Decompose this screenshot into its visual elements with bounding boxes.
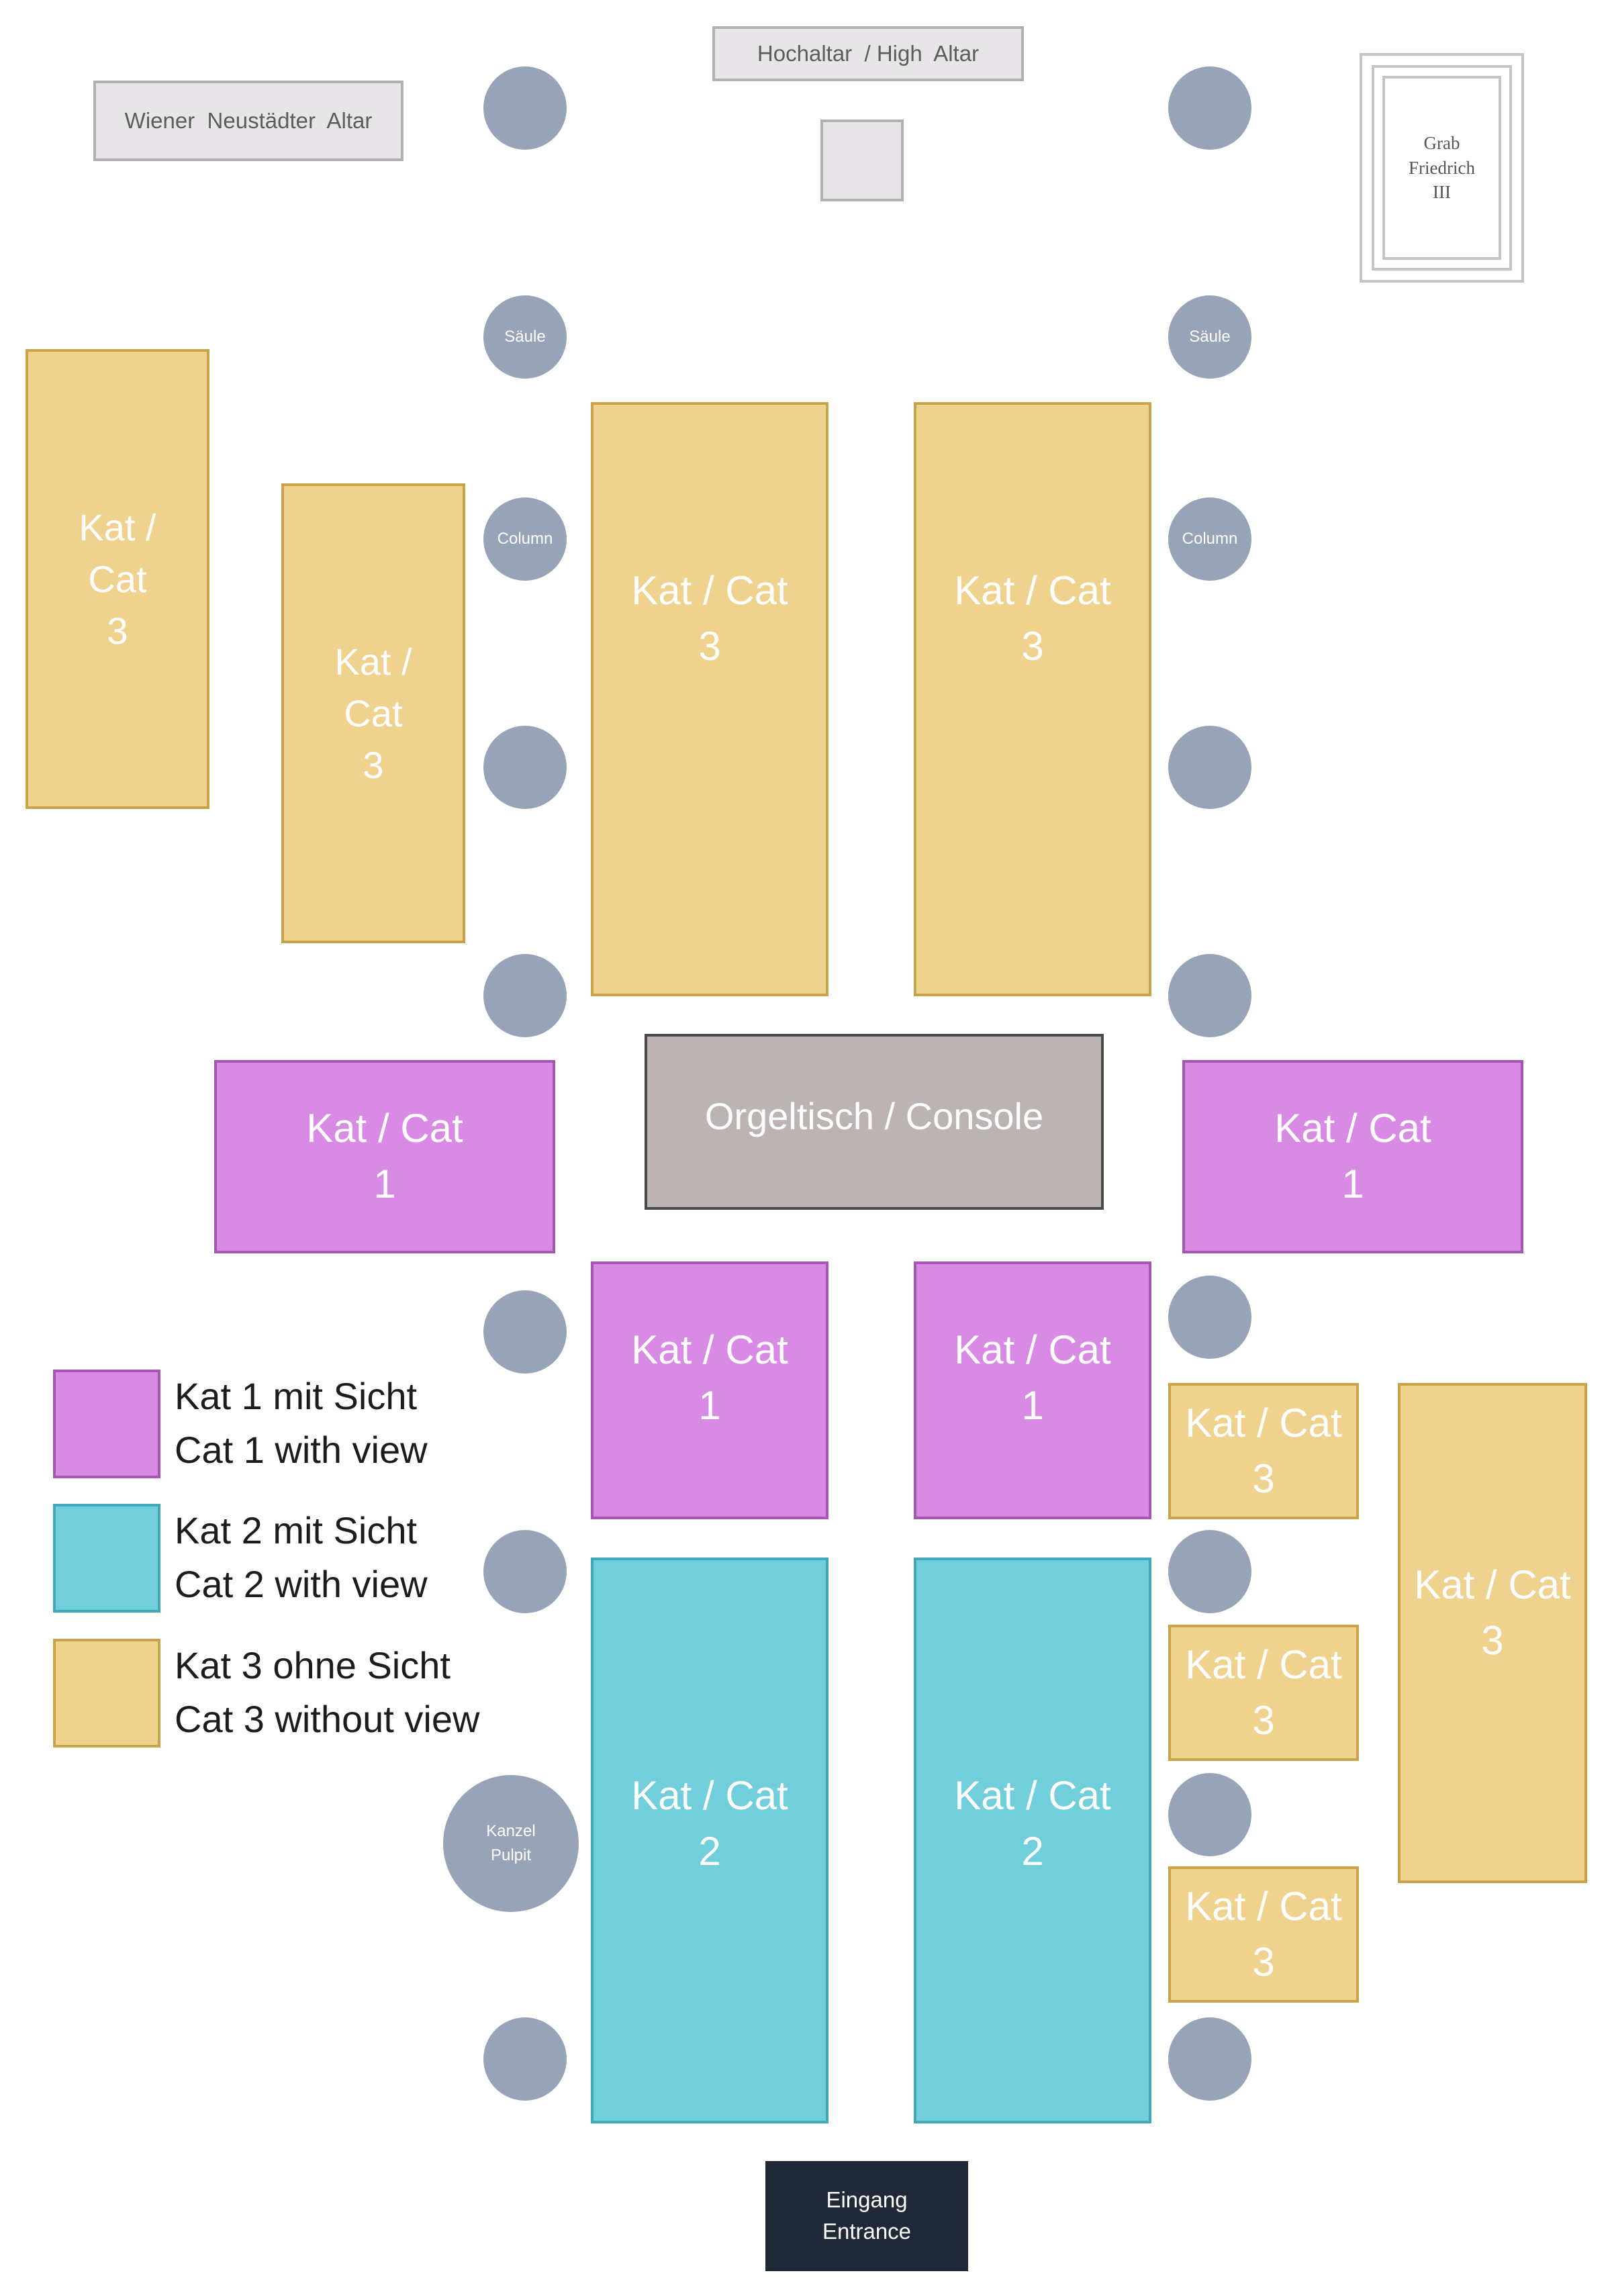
tomb-friedrich-iii: Grab Friedrich III	[1360, 53, 1524, 283]
seat-block-cat1-center-right[interactable]: Kat / Cat 1	[914, 1261, 1151, 1519]
organ-console: Orgeltisch / Console	[645, 1034, 1104, 1210]
seat-block-label: Kat / Cat 1	[1274, 1106, 1431, 1206]
seat-block-label: Kat / Cat 3	[954, 567, 1111, 669]
seat-block-cat3-right-small-b[interactable]: Kat / Cat 3	[1168, 1625, 1359, 1761]
tomb-inner-frame: Grab Friedrich III	[1372, 65, 1512, 271]
seat-block-cat1-center-left[interactable]: Kat / Cat 1	[591, 1261, 828, 1519]
entrance[interactable]: Eingang Entrance	[765, 2161, 968, 2271]
seat-block-label: Kat / Cat 3	[79, 506, 156, 653]
seat-block-label: Kat / Cat 2	[631, 1772, 788, 1874]
seat-block-cat2-center-right[interactable]: Kat / Cat 2	[914, 1558, 1151, 2123]
column-left-saeule: Säule	[483, 295, 567, 379]
high-altar-label: Hochaltar / High Altar	[757, 41, 980, 66]
column-right-saeule: Säule	[1168, 295, 1251, 379]
seat-block-label: Kat / Cat 1	[306, 1106, 463, 1206]
column-left-6	[483, 1290, 567, 1374]
seat-block-label: Kat / Cat 3	[1185, 1641, 1342, 1743]
legend-label-cat3: Kat 3 ohne Sicht Cat 3 without view	[175, 1644, 480, 1740]
column-left-7	[483, 1530, 567, 1613]
seat-block-cat3-right-small-a[interactable]: Kat / Cat 3	[1168, 1383, 1359, 1519]
seat-block-label: Kat / Cat 2	[954, 1772, 1111, 1874]
seat-block-cat3-center-right[interactable]: Kat / Cat 3	[914, 402, 1151, 996]
legend-label-cat1: Kat 1 mit Sicht Cat 1 with view	[175, 1375, 428, 1471]
seat-block-label: Kat / Cat 1	[631, 1327, 788, 1428]
organ-console-label: Orgeltisch / Console	[704, 1094, 1044, 1137]
saeule-label-left: Säule	[504, 328, 546, 346]
pulpit-label: Kanzel Pulpit	[486, 1822, 536, 1864]
seat-block-cat1-right[interactable]: Kat / Cat 1	[1182, 1060, 1523, 1253]
entrance-label: Eingang Entrance	[822, 2187, 912, 2244]
column-right-8	[1168, 1773, 1251, 1856]
column-left-column: Column	[483, 497, 567, 581]
column-left-8	[483, 2017, 567, 2101]
seat-block-cat3-left[interactable]: Kat / Cat 3	[281, 483, 465, 943]
column-right-1	[1168, 66, 1251, 150]
tomb-core: Grab Friedrich III	[1382, 76, 1501, 260]
column-label-right: Column	[1182, 530, 1238, 548]
saeule-label-right: Säule	[1189, 328, 1231, 346]
column-left-5	[483, 954, 567, 1037]
column-right-5	[1168, 954, 1251, 1037]
column-right-9	[1168, 2017, 1251, 2101]
legend-swatch-cat3	[53, 1639, 160, 1748]
seat-block-label: Kat / Cat 3	[1414, 1562, 1571, 1663]
column-left-4	[483, 726, 567, 809]
legend-swatch-cat1	[53, 1370, 160, 1478]
column-right-6	[1168, 1276, 1251, 1359]
seat-block-label: Kat / Cat 3	[631, 567, 788, 669]
column-label-left: Column	[497, 530, 553, 548]
seat-block-cat3-center-left[interactable]: Kat / Cat 3	[591, 402, 828, 996]
seat-block-cat2-center-left[interactable]: Kat / Cat 2	[591, 1558, 828, 2123]
column-right-column: Column	[1168, 497, 1251, 581]
column-right-4	[1168, 726, 1251, 809]
wiener-altar-label: Wiener Neustädter Altar	[124, 108, 373, 133]
seat-block-label: Kat / Cat 1	[954, 1327, 1111, 1428]
pulpit: Kanzel Pulpit	[443, 1775, 579, 1912]
seat-block-cat3-far-left[interactable]: Kat / Cat 3	[26, 349, 209, 809]
seat-block-label: Kat / Cat 3	[334, 640, 412, 787]
seat-block-cat3-right-small-c[interactable]: Kat / Cat 3	[1168, 1866, 1359, 2003]
wiener-neustaedter-altar: Wiener Neustädter Altar	[93, 81, 404, 161]
seat-block-cat1-left[interactable]: Kat / Cat 1	[214, 1060, 555, 1253]
tomb-label: Grab Friedrich III	[1409, 133, 1475, 203]
column-right-7	[1168, 1530, 1251, 1613]
column-left-1	[483, 66, 567, 150]
seat-block-label: Kat / Cat 3	[1185, 1883, 1342, 1984]
high-altar: Hochaltar / High Altar	[712, 26, 1024, 81]
legend-swatch-cat2	[53, 1504, 160, 1613]
altar-table	[820, 119, 904, 201]
legend-label-cat2: Kat 2 mit Sicht Cat 2 with view	[175, 1509, 428, 1605]
seat-block-cat3-far-right[interactable]: Kat / Cat 3	[1398, 1383, 1587, 1883]
seat-block-label: Kat / Cat 3	[1185, 1400, 1342, 1501]
